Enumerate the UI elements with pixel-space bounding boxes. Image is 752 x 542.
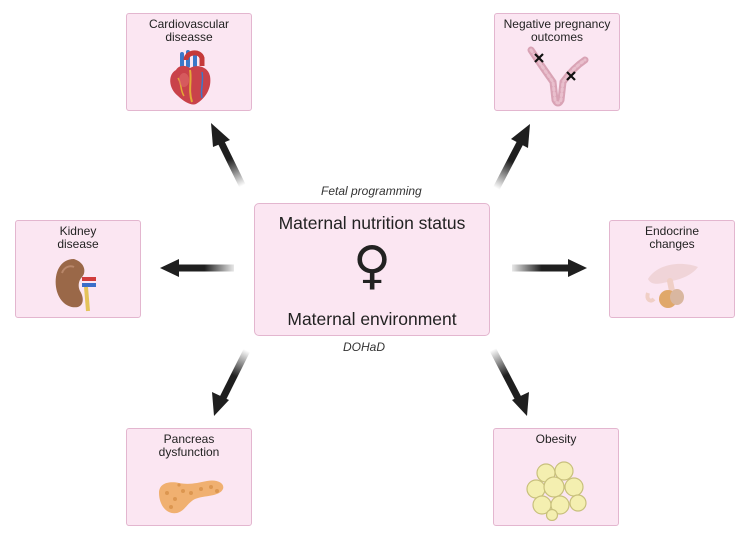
arrow-to-cardiovascular <box>211 123 247 189</box>
obesity-box: Obesity <box>493 428 619 526</box>
maternal-nutrition-status: Maternal nutrition status <box>278 213 466 233</box>
arrow-to-obesity <box>489 348 529 416</box>
kidney-box: Kidney disease <box>15 220 141 318</box>
arrow-to-pregnancy <box>492 124 530 191</box>
maternal-environment: Maternal environment <box>287 309 457 329</box>
arrow-to-endocrine <box>512 259 587 277</box>
pituitary-icon <box>645 263 698 308</box>
pregnancy-label: Negative pregnancy outcomes <box>503 17 611 44</box>
endocrine-box: Endocrine changes <box>609 220 735 318</box>
cardiovascular-box: Cardiovascular diseasse <box>126 13 252 111</box>
kidney-icon <box>55 259 96 312</box>
cardiovascular-label: Cardiovascular diseasse <box>148 17 230 44</box>
endocrine-label: Endocrine changes <box>644 224 700 251</box>
arrow-to-pancreas <box>212 348 251 416</box>
kidney-label: Kidney disease <box>57 224 99 251</box>
center-box: Maternal nutrition status ♀ Maternal env… <box>254 203 490 336</box>
pregnancy-box: Negative pregnancy outcomes <box>494 13 620 111</box>
uterus-icon <box>527 46 589 107</box>
female-symbol: ♀ <box>352 236 392 296</box>
arrow-to-kidney <box>160 259 234 277</box>
pancreas-label: Pancreas dysfunction <box>158 432 220 459</box>
pancreas-box: Pancreas dysfunction <box>126 428 252 526</box>
fetal-programming-label: Fetal programming <box>321 184 422 198</box>
dohad-label: DOHaD <box>343 340 386 354</box>
heart-icon <box>170 50 211 105</box>
fat-cells-icon <box>526 461 587 521</box>
obesity-label: Obesity <box>535 432 577 446</box>
pancreas-icon <box>159 480 224 514</box>
